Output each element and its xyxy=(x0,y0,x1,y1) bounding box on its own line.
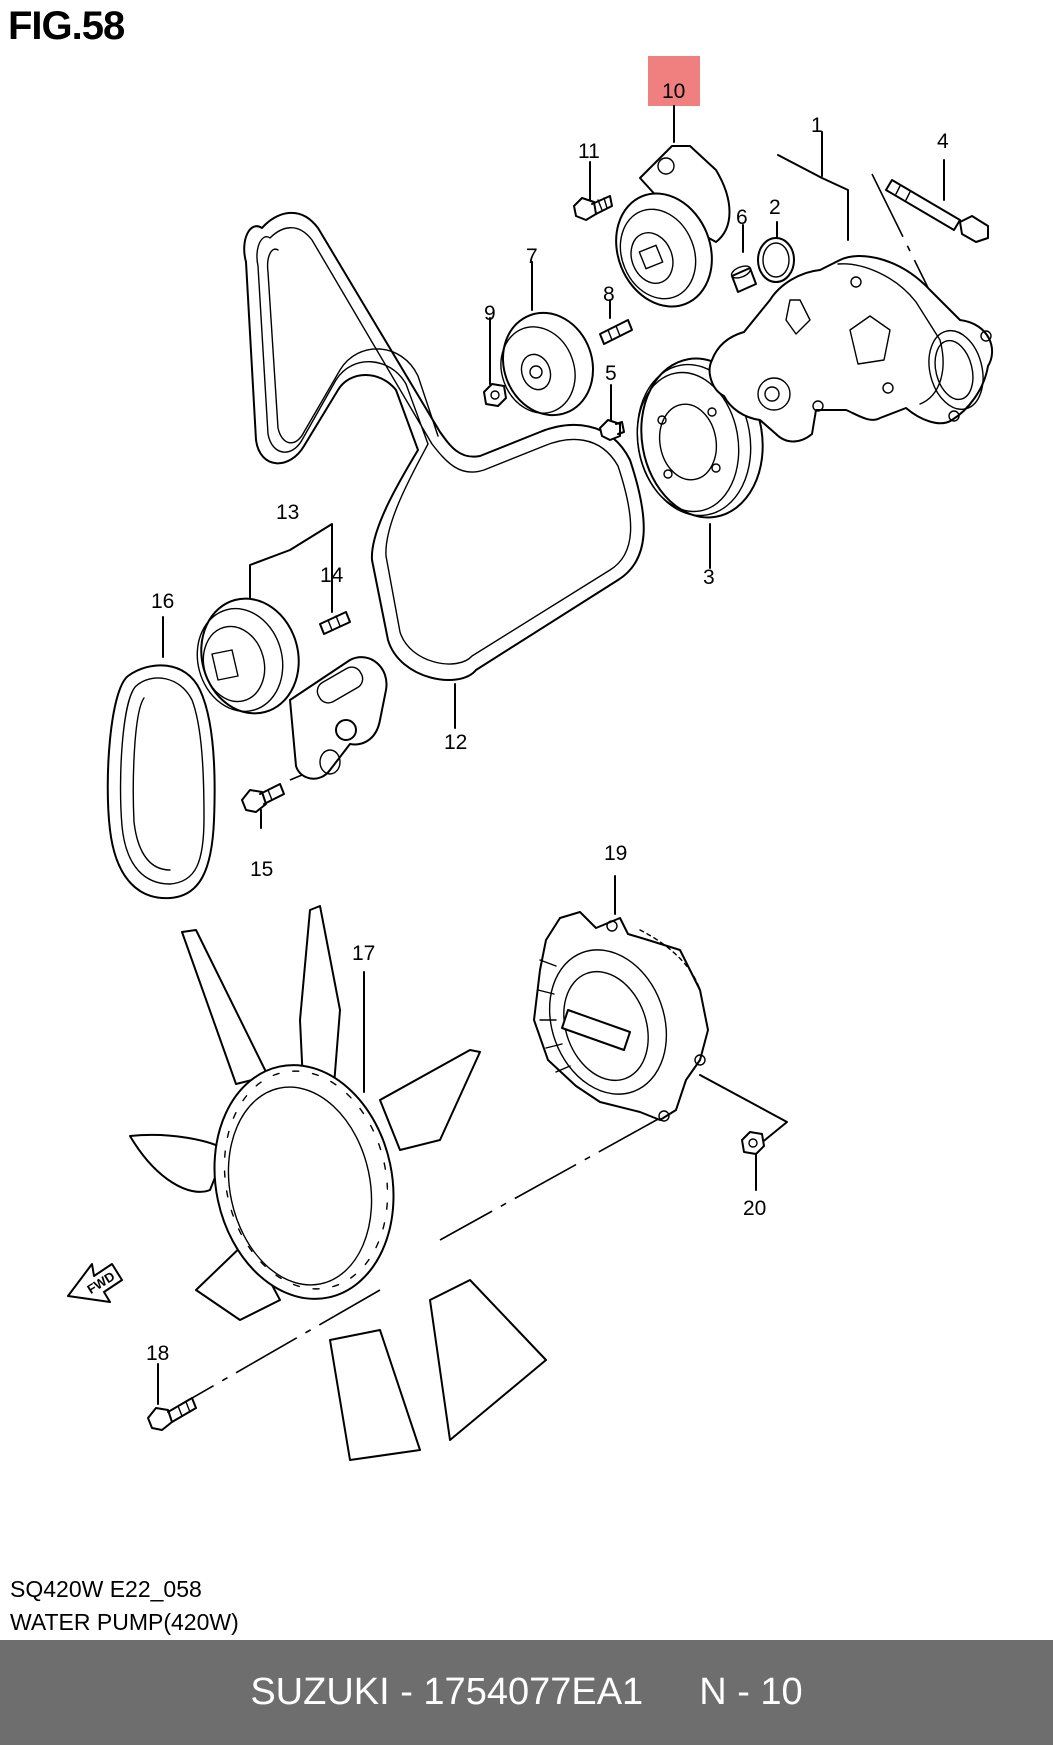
callout-7: 7 xyxy=(526,245,538,268)
diagram-name: WATER PUMP(420W) xyxy=(10,1609,239,1635)
callout-12: 12 xyxy=(444,731,467,754)
callout-labels: 1 2 3 4 5 6 7 8 9 10 11 12 13 14 15 16 1… xyxy=(146,80,949,1365)
callout-19: 19 xyxy=(604,842,627,865)
callout-9: 9 xyxy=(484,302,496,325)
stud-14 xyxy=(319,611,351,635)
callout-10-highlight xyxy=(648,56,700,106)
callout-6: 6 xyxy=(736,206,748,229)
bolt-11 xyxy=(573,195,613,221)
callout-2: 2 xyxy=(769,196,781,219)
callout-1: 1 xyxy=(811,114,823,137)
footer-reference: N - 10 xyxy=(699,1671,803,1713)
dowel-6 xyxy=(730,265,757,293)
figure-title: FIG.58 xyxy=(8,4,125,48)
callout-18: 18 xyxy=(146,1342,169,1365)
stud-8 xyxy=(599,319,633,345)
idler-pulley-7 xyxy=(500,311,595,417)
fwd-arrow-icon: FWD xyxy=(67,1263,123,1303)
callout-13: 13 xyxy=(276,501,299,524)
water-pump-1 xyxy=(708,254,993,443)
callout-11: 11 xyxy=(578,140,600,163)
belt-16 xyxy=(106,664,216,900)
callout-3: 3 xyxy=(703,566,715,589)
callout-16: 16 xyxy=(151,590,174,613)
bolt-18 xyxy=(147,1397,197,1431)
parts-diagram: FWD 1 2 3 4 5 6 7 8 9 10 11 12 13 14 15 … xyxy=(67,56,993,1461)
callout-8: 8 xyxy=(603,283,615,306)
bolt-15 xyxy=(241,783,285,813)
fan-17 xyxy=(129,905,547,1461)
footer-bar: SUZUKI - 1754077EA1 N - 10 xyxy=(0,1640,1053,1745)
callout-15: 15 xyxy=(250,858,273,881)
bolt-4 xyxy=(885,179,989,243)
oring-2 xyxy=(757,237,795,283)
callout-17: 17 xyxy=(352,942,375,965)
callout-5: 5 xyxy=(605,362,617,385)
leader-lines xyxy=(157,105,945,1405)
belt-12 xyxy=(243,211,645,681)
callout-10: 10 xyxy=(662,80,685,103)
tensioner-13 xyxy=(196,597,388,780)
callout-20: 20 xyxy=(743,1197,766,1220)
nut-20 xyxy=(741,1131,765,1155)
bolt-5 xyxy=(599,419,625,441)
fan-clutch-19 xyxy=(533,911,709,1122)
nut-9 xyxy=(483,383,507,407)
diagram-code: SQ420W E22_058 xyxy=(10,1576,202,1602)
callout-14: 14 xyxy=(320,564,344,587)
tensioner-10 xyxy=(615,145,731,308)
callout-4: 4 xyxy=(937,130,949,153)
footer-part-number: SUZUKI - 1754077EA1 xyxy=(250,1671,644,1713)
